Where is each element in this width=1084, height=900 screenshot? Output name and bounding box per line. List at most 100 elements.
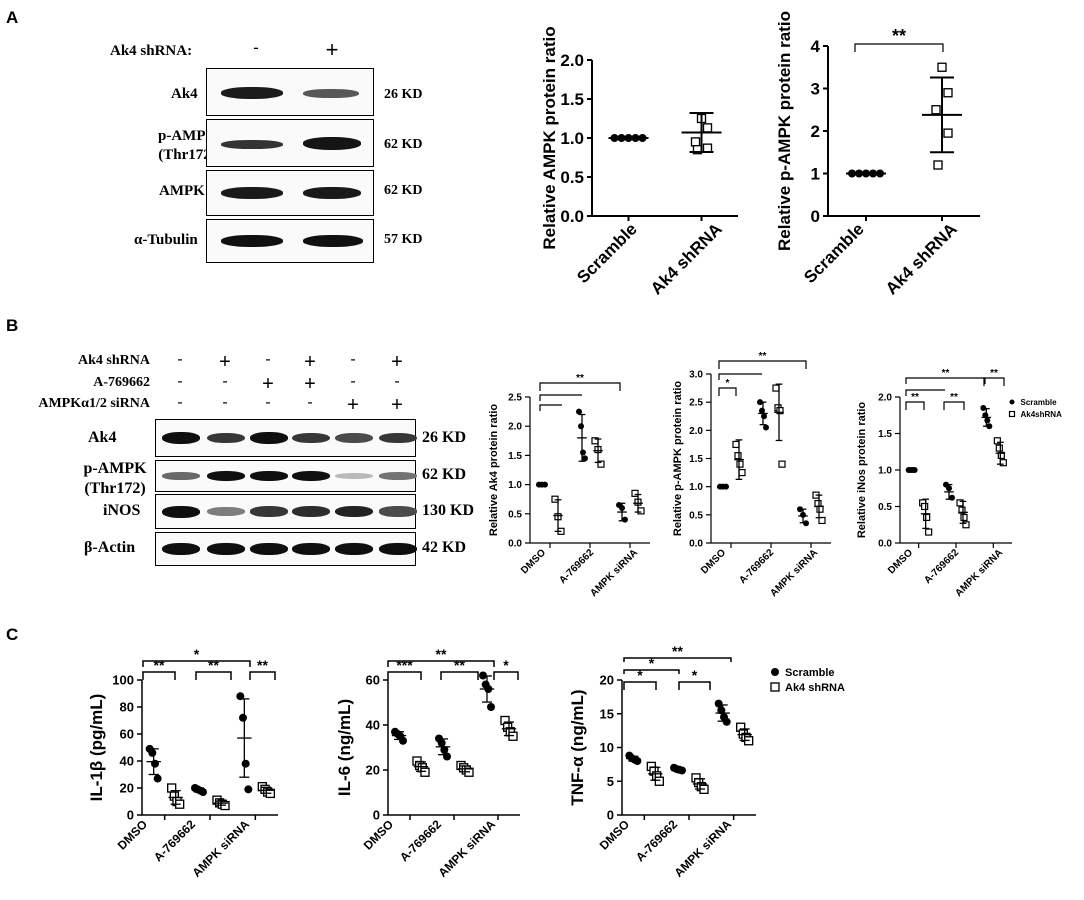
blot-b-sign: +: [219, 351, 231, 373]
data-point: [702, 123, 713, 133]
y-tick-label: 0.5: [508, 509, 522, 520]
blot-a-box-ak4: [206, 68, 374, 116]
data-point: [943, 128, 953, 138]
significance-bracket: [539, 404, 562, 411]
y-tick-label: 1.5: [878, 429, 892, 440]
blot-b-condition-label-2: A-769662: [93, 375, 150, 390]
data-point: [763, 424, 769, 431]
y-axis-label: IL-1β (pg/mL): [87, 694, 106, 802]
data-point: [933, 160, 943, 170]
y-tick-label: 0.5: [689, 510, 703, 521]
data-point: [732, 440, 740, 449]
data-point: [580, 449, 586, 456]
blot-b-kd-ak4: 26 KD: [422, 429, 466, 446]
band: [162, 472, 200, 480]
y-axis-label: Relative AMPK protein ratio: [540, 26, 559, 249]
y-tick-label: 0.0: [878, 539, 892, 550]
x-tick-label: A-769662: [633, 817, 680, 864]
y-tick-label: 40: [120, 754, 134, 769]
band: [162, 432, 200, 444]
data-point: [776, 407, 784, 415]
data-point: [925, 528, 933, 536]
panel-label-c: C: [6, 625, 19, 644]
data-point: [816, 505, 824, 513]
data-point: [962, 521, 970, 529]
blot-a-box-tubulin: [206, 219, 374, 263]
data-point: [993, 437, 1001, 445]
y-tick-label: 0.0: [508, 539, 522, 550]
y-tick-label: 1.5: [560, 90, 584, 109]
blot-a-label-thr172: (Thr172): [158, 147, 216, 163]
blot-b-box-ak4: [155, 419, 417, 457]
significance-label: **: [892, 26, 906, 46]
data-point: [487, 703, 495, 711]
significance-bracket: [905, 377, 986, 384]
y-tick-label: 0: [607, 808, 614, 823]
blot-b-kd-inos: 130 KD: [422, 502, 474, 519]
data-point: [622, 516, 628, 523]
data-point: [440, 745, 449, 754]
significance-bracket: [249, 671, 276, 680]
y-tick-label: 40: [366, 718, 380, 733]
data-point: [770, 682, 780, 692]
y-tick-label: 0.0: [689, 539, 703, 550]
significance-bracket: [905, 389, 945, 396]
significance-bracket: [493, 671, 519, 680]
y-tick-label: 1.0: [508, 480, 522, 491]
blot-b-sign: -: [222, 394, 228, 411]
blot-a-box-pampk: [206, 119, 374, 167]
significance-bracket: [195, 671, 232, 680]
significance-bracket: [142, 671, 176, 680]
data-point: [1008, 410, 1016, 418]
x-tick-label: AMPK siRNA: [671, 817, 734, 880]
data-point: [1009, 399, 1015, 405]
y-tick-label: 2.0: [508, 422, 522, 433]
blot-a-label-pampk: p-AMPK: [158, 128, 218, 144]
blot-a-sign-2: +: [325, 37, 339, 62]
blot-b-sign: -: [350, 373, 356, 390]
blot-b-sign: +: [304, 373, 316, 395]
significance-label: **: [576, 373, 584, 384]
x-tick-label: DMSO: [699, 547, 728, 576]
blot-b-label-pampk: p-AMPK: [83, 460, 147, 477]
data-point: [690, 137, 701, 147]
y-tick-label: 3.0: [689, 370, 703, 381]
y-tick-label: 2.0: [878, 393, 892, 404]
data-point: [722, 717, 731, 726]
data-point: [508, 731, 518, 741]
band: [250, 506, 288, 517]
band: [379, 472, 417, 480]
significance-label: *: [692, 667, 698, 683]
significance-bracket: [905, 401, 925, 410]
significance-label: **: [759, 351, 767, 362]
band: [303, 187, 361, 199]
y-axis-label: Relative iNos protein ratio: [856, 402, 868, 539]
data-point: [244, 785, 253, 794]
band: [335, 505, 373, 518]
band: [303, 137, 361, 150]
band: [379, 432, 417, 444]
data-point: [443, 752, 451, 761]
blot-a-kd-pampk: 62 KD: [384, 137, 423, 152]
blot-b-sign: -: [177, 373, 183, 390]
significance-bracket: [539, 382, 621, 391]
y-tick-label: 20: [600, 673, 614, 688]
band: [207, 471, 245, 481]
band: [379, 543, 417, 555]
y-tick-label: 2.0: [689, 426, 703, 437]
blot-b-kd-actin: 42 KD: [422, 539, 466, 556]
significance-label: *: [637, 667, 643, 683]
y-tick-label: 0.5: [878, 502, 892, 513]
blot-b-label-inos: iNOS: [103, 502, 141, 519]
significance-label: **: [990, 368, 998, 379]
blot-b-sign: +: [391, 394, 403, 416]
y-tick-label: 1.0: [878, 466, 892, 477]
y-tick-label: 15: [600, 706, 614, 721]
data-point: [148, 748, 157, 757]
data-point: [759, 407, 765, 414]
significance-label: **: [208, 657, 219, 673]
data-point: [239, 713, 247, 722]
y-tick-label: 0: [127, 808, 134, 823]
data-point: [151, 759, 159, 768]
significance-bracket: [623, 657, 732, 662]
